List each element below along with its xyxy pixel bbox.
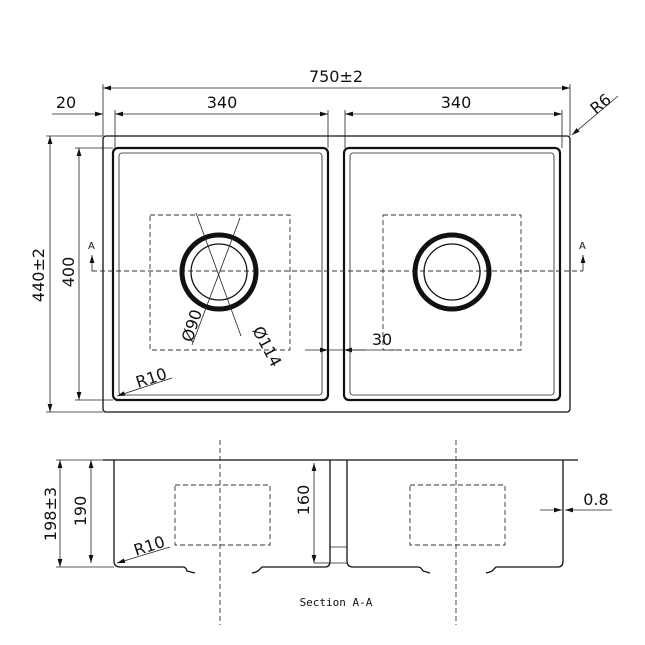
bowl-radius-label: R10 bbox=[133, 364, 169, 392]
section-overall-height-label: 198±3 bbox=[41, 487, 60, 541]
right-bowl bbox=[342, 146, 562, 402]
left-bowl bbox=[111, 146, 330, 402]
bowl-depth-label: 400 bbox=[59, 257, 78, 288]
outer-radius-label: R6 bbox=[586, 90, 615, 118]
section-caption: Section A-A bbox=[300, 596, 373, 609]
right-bowl-hidden-outline bbox=[382, 214, 522, 351]
left-bowl-section bbox=[113, 460, 196, 574]
divider-width-label: 30 bbox=[372, 330, 392, 349]
right-drain bbox=[412, 232, 492, 312]
section-radius-label: R10 bbox=[131, 532, 167, 560]
overall-depth-label: 440±2 bbox=[29, 248, 48, 302]
drain-inner-diameter-label: Ø90 bbox=[178, 307, 206, 344]
section-view: 198±3 190 160 R10 0.8 Section A-A bbox=[41, 440, 612, 625]
left-bowl-hidden-outline bbox=[149, 214, 291, 351]
left-drain bbox=[179, 212, 259, 346]
sink-outer-outline bbox=[102, 135, 571, 413]
divider-height-label: 160 bbox=[294, 485, 313, 516]
right-bowl-width-label: 340 bbox=[441, 93, 472, 112]
left-bowl-width-label: 340 bbox=[207, 93, 238, 112]
plan-view: A A 750±2 20 340 340 R6 440±2 bbox=[29, 67, 619, 413]
section-mark-left: A bbox=[88, 241, 95, 252]
drain-outer-diameter-label: Ø114 bbox=[248, 323, 285, 370]
section-mark-right: A bbox=[579, 241, 586, 252]
section-bowl-height-label: 190 bbox=[71, 496, 90, 527]
overall-width-label: 750±2 bbox=[309, 67, 363, 86]
thickness-label: 0.8 bbox=[583, 490, 608, 509]
flange-width-label: 20 bbox=[56, 93, 76, 112]
